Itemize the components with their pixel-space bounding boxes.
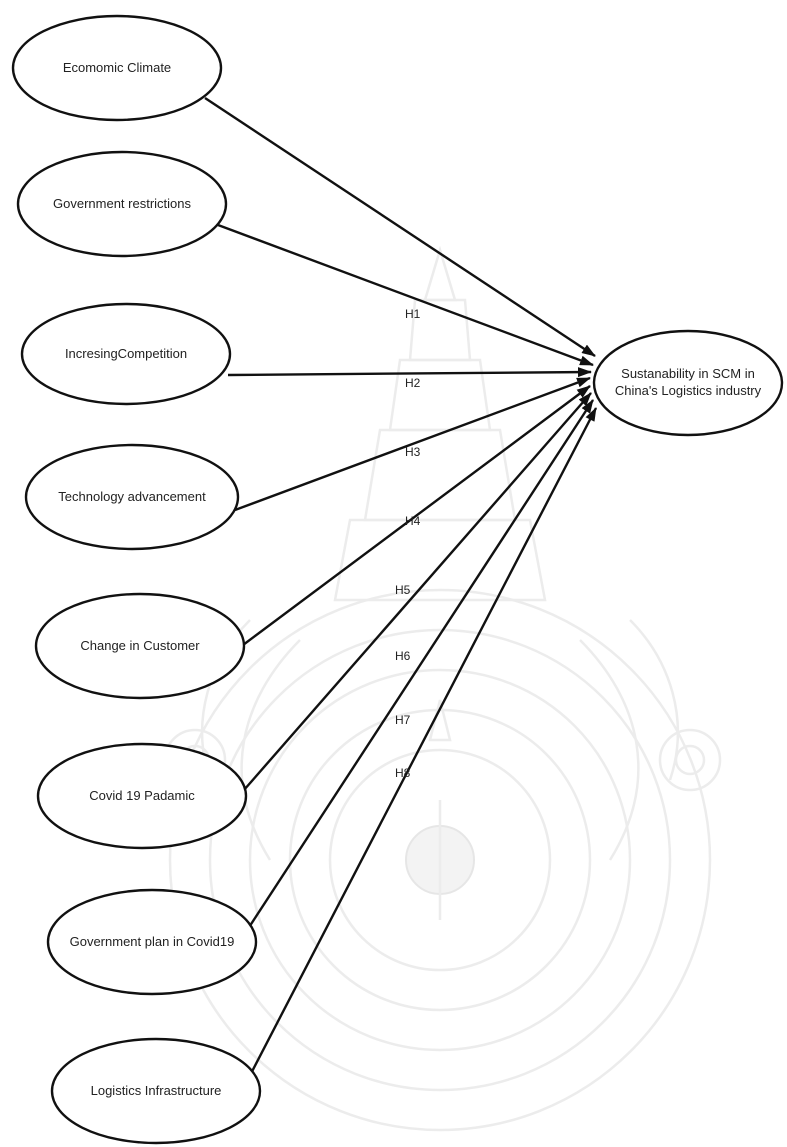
label-h1: H1 <box>405 307 421 321</box>
node-economic-climate: Ecomomic Climate <box>11 14 223 122</box>
arrow-h3 <box>227 367 592 378</box>
target-line-1: Sustanability in SCM in <box>621 366 755 381</box>
label-h4: H4 <box>405 514 421 528</box>
svg-text:Ecomomic Climate: Ecomomic Climate <box>63 60 171 75</box>
svg-text:Logistics Infrastructure: Logistics Infrastructure <box>91 1083 222 1098</box>
node-government-plan-covid19: Government plan in Covid19 <box>46 888 258 996</box>
arrow-h7 <box>240 399 595 939</box>
node-technology-advancement: Technology advancement <box>24 443 240 551</box>
node-change-in-customer: Change in Customer <box>34 592 246 700</box>
node-covid19-pandemic: Covid 19 Padamic <box>36 742 248 850</box>
label-h3: H3 <box>405 445 421 459</box>
label-h8: H8 <box>395 766 411 780</box>
hypothesis-arrows <box>204 96 598 1086</box>
arrow-h5 <box>242 385 591 646</box>
svg-text:Government plan in Covid19: Government plan in Covid19 <box>70 934 235 949</box>
node-increasing-competition: IncresingCompetition <box>20 302 232 406</box>
label-h5: H5 <box>395 583 411 597</box>
node-government-restrictions: Government restrictions <box>16 150 228 258</box>
svg-text:Technology advancement: Technology advancement <box>58 489 206 504</box>
label-h7: H7 <box>395 713 411 727</box>
svg-text:Change in Customer: Change in Customer <box>80 638 200 653</box>
svg-text:Covid 19 Padamic: Covid 19 Padamic <box>89 788 195 803</box>
arrow-h1 <box>204 96 596 358</box>
svg-text:Government restrictions: Government restrictions <box>53 196 191 211</box>
node-sustainability-scm: Sustanability in SCM in China's Logistic… <box>592 329 784 437</box>
factor-nodes: Ecomomic Climate Government restrictions… <box>11 14 262 1145</box>
target-line-2: China's Logistics industry <box>615 383 762 398</box>
arrow-h6 <box>243 392 592 791</box>
label-h6: H6 <box>395 649 411 663</box>
label-h2: H2 <box>405 376 421 390</box>
arrow-h8 <box>243 407 598 1086</box>
hypothesis-labels: H1 H2 H3 H4 H5 H6 H7 H8 <box>395 307 421 780</box>
arrow-h2 <box>217 223 594 367</box>
svg-text:IncresingCompetition: IncresingCompetition <box>65 346 187 361</box>
arrow-h4 <box>234 376 591 512</box>
node-logistics-infrastructure: Logistics Infrastructure <box>50 1037 262 1145</box>
